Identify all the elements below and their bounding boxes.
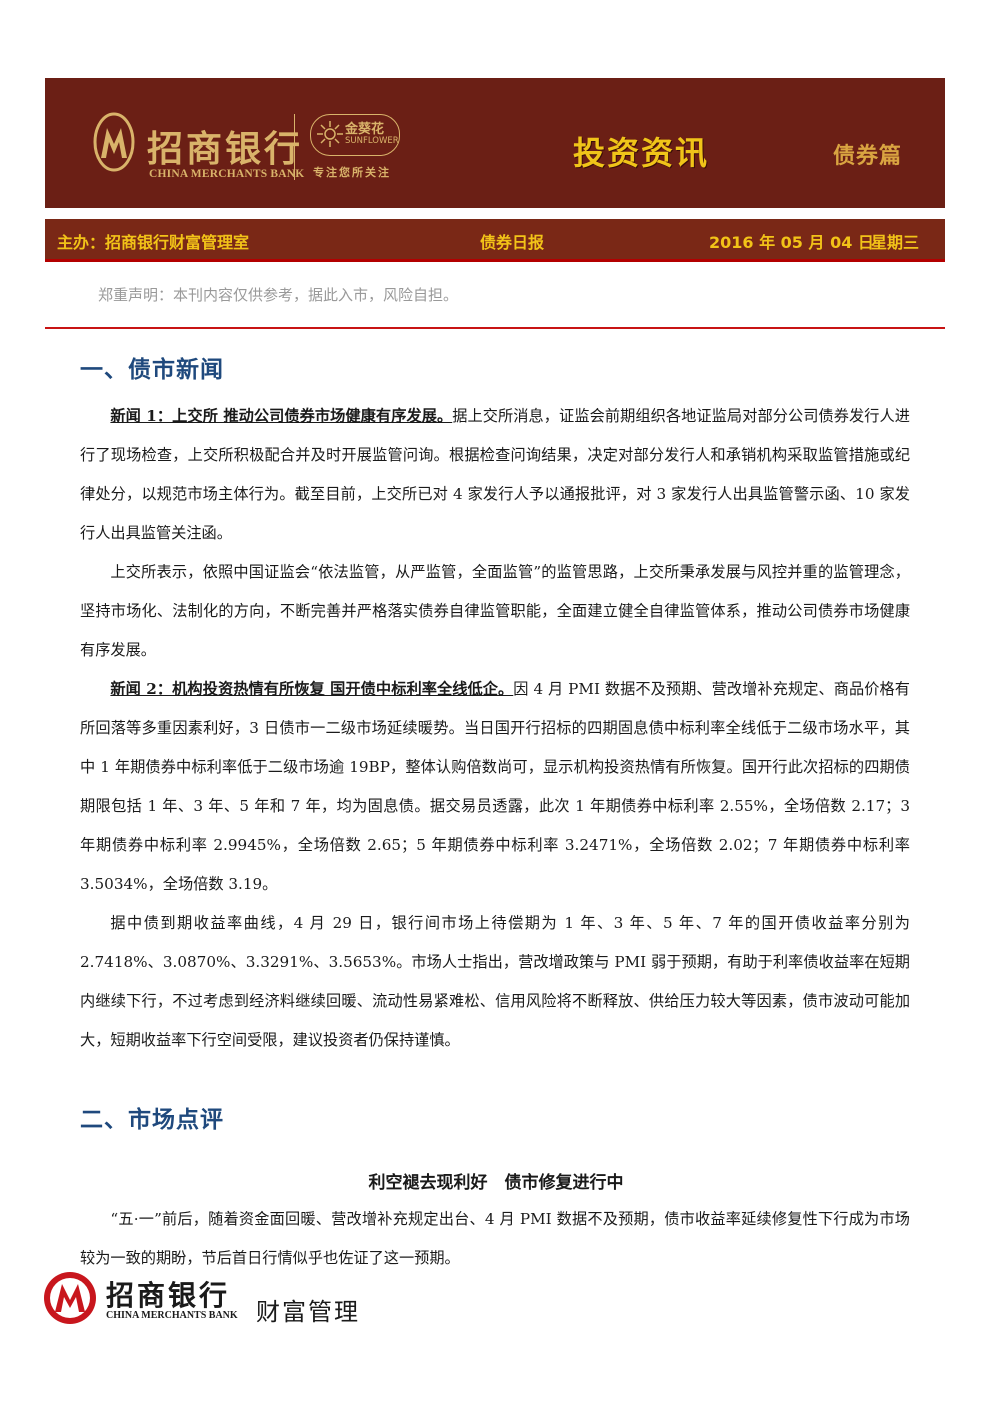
banner-subtitle: 债券篇: [833, 144, 903, 169]
sunflower-icon: [317, 121, 343, 147]
news-1-body: 据上交所消息，证监会前期组织各地证监局对部分公司债券发行人进行了现场检查，上交所…: [80, 407, 910, 542]
report-name: 债券日报: [480, 233, 545, 252]
sunflower-slogan: 专注您所关注: [313, 166, 391, 179]
bank-name-en: CHINA MERCHANTS BANK: [149, 168, 305, 180]
logo-divider: [294, 114, 295, 180]
footer-division: 财富管理: [256, 1298, 360, 1326]
section-title-bond-news: 一、债市新闻: [80, 357, 224, 383]
news-paragraph-1: 新闻 1：上交所 推动公司债券市场健康有序发展。据上交所消息，证监会前期组织各地…: [80, 397, 910, 553]
section-title-market-review: 二、市场点评: [80, 1107, 224, 1133]
article-title: 利空褪去现利好 债市修复进行中: [368, 1173, 624, 1193]
banner-title: 投资资讯: [573, 134, 710, 172]
footer-bank-name-cn: 招商银行: [106, 1279, 231, 1312]
disclaimer: 郑重声明：本刊内容仅供参考，据此入市，风险自担。: [98, 286, 459, 304]
info-bar: 主办：招商银行财富管理室 债券日报 2016 年 05 月 04 日 星期三: [45, 219, 945, 262]
footer-bank-name-en: CHINA MERCHANTS BANK: [106, 1310, 238, 1321]
report-weekday: 星期三: [871, 233, 920, 252]
sunflower-name-cn: 金葵花: [345, 122, 385, 137]
news-paragraph-4: 据中债到期收益率曲线，4 月 29 日，银行间市场上待偿期为 1 年、3 年、5…: [80, 914, 910, 1049]
divider-rule: [45, 327, 945, 329]
news-paragraph-3: 新闻 2：机构投资热情有所恢复 国开债中标利率全线低企。因 4 月 PMI 数据…: [80, 670, 910, 904]
news-2-body: 因 4 月 PMI 数据不及预期、营改增补充规定、商品价格有所回落等多重因素利好…: [80, 680, 910, 893]
cmb-logo-icon: [93, 112, 135, 172]
sunflower-name-en: SUNFLOWER: [345, 136, 399, 146]
review-paragraph-1: “五·一”前后，随着资金面回暖、营改增补充规定出台、4 月 PMI 数据不及预期…: [80, 1210, 910, 1267]
report-date: 2016 年 05 月 04 日: [709, 233, 874, 252]
news-paragraph-2: 上交所表示，依照中国证监会“依法监管，从严监管，全面监管”的监管思路，上交所秉承…: [80, 563, 910, 659]
news-1-title: 新闻 1：上交所 推动公司债券市场健康有序发展。: [110, 407, 453, 425]
news-2-title: 新闻 2：机构投资热情有所恢复 国开债中标利率全线低企。: [110, 680, 514, 698]
sunflower-badge: 金葵花 SUNFLOWER: [310, 114, 400, 156]
header-banner: 招商银行 CHINA MERCHANTS BANK 金葵花 SUNFLOWER …: [45, 78, 945, 208]
bank-name-cn: 招商银行: [147, 129, 304, 170]
footer-cmb-logo-icon: [44, 1272, 96, 1324]
organizer: 主办：招商银行财富管理室: [57, 233, 250, 252]
